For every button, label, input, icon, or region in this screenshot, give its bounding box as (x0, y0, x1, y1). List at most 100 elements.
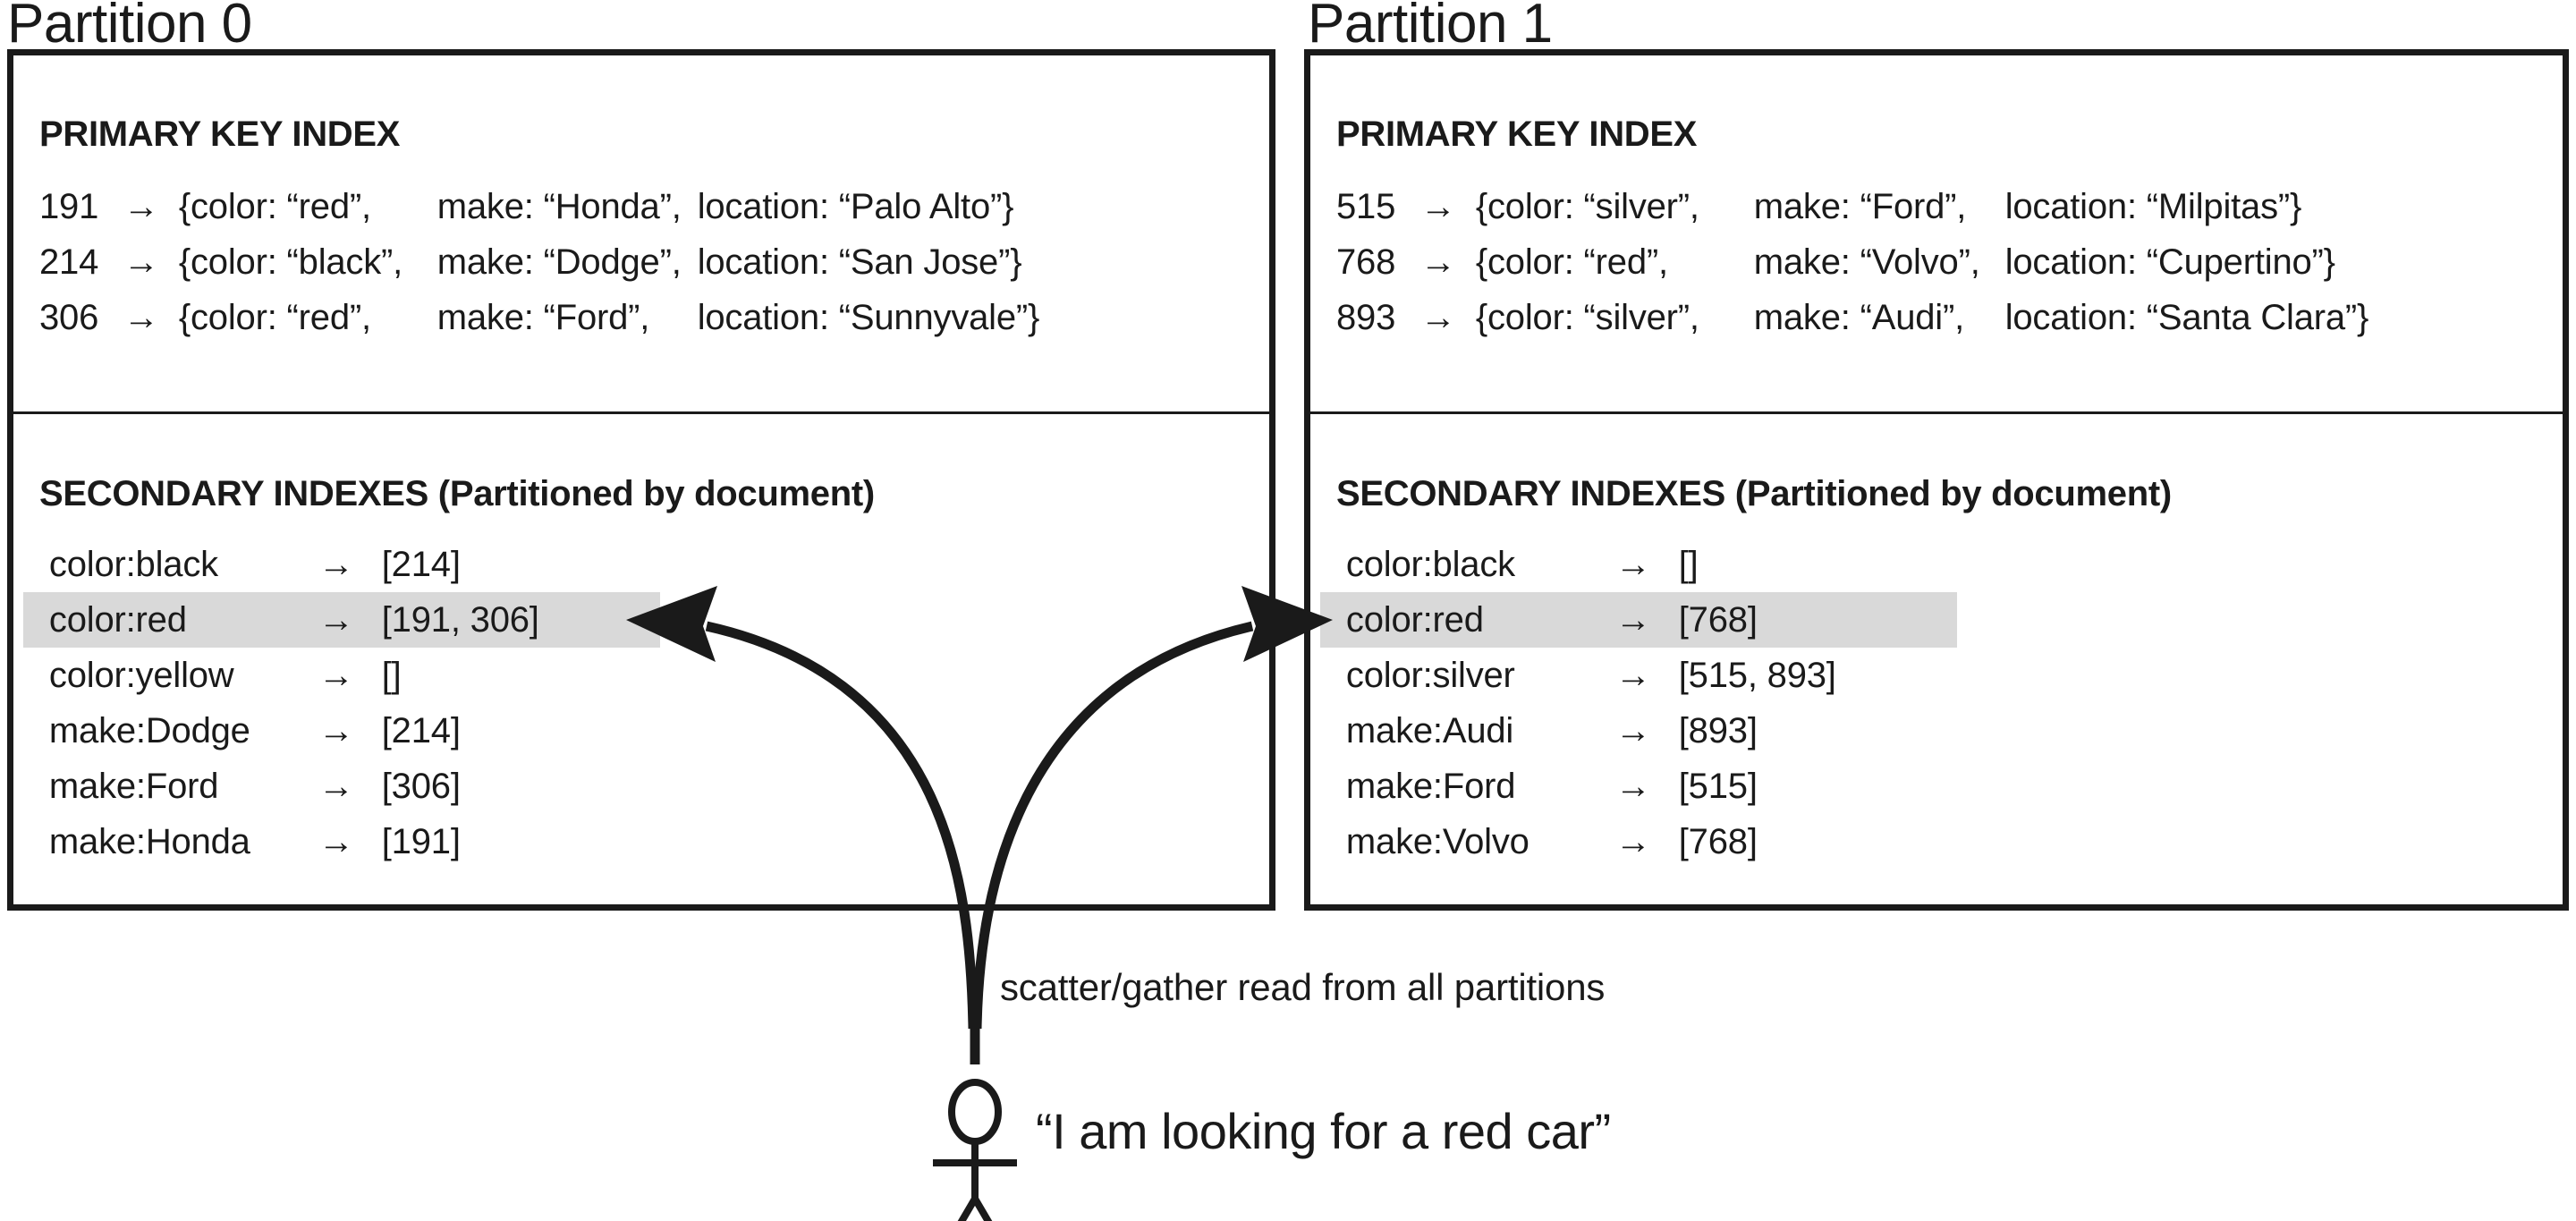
si-value: [515] (1678, 767, 1758, 806)
si-key: color:silver (1345, 656, 1515, 695)
arrow-icon: → (318, 822, 354, 861)
primary-key-row: 893 → {color: “silver”, make: “Audi”, lo… (1336, 290, 2426, 345)
si-value: [191, 306] (381, 600, 539, 640)
arrow-icon: → (1420, 298, 1456, 337)
si-key: make:Audi (1345, 711, 1514, 750)
arrow-icon: → (123, 242, 159, 282)
si-value: [515, 893] (1678, 656, 1836, 695)
si-value: [] (381, 656, 402, 695)
secondary-index-row: color:silver → [515, 893] (1320, 648, 1957, 703)
si-key: make:Dodge (48, 711, 250, 750)
si-value: [214] (381, 545, 461, 584)
pk-location: location: “Milpitas”} (2004, 187, 2302, 226)
pk-make: make: “Volvo”, (1753, 242, 1980, 282)
si-value: [768] (1678, 822, 1758, 861)
partition-0-primary-key-list: 191 → {color: “red”, make: “Honda”, loca… (39, 179, 1082, 345)
partition-0-box (7, 49, 1275, 911)
pk-id: 515 (1336, 187, 1396, 226)
arrow-icon: → (1420, 187, 1456, 226)
arrow-icon: → (318, 711, 354, 750)
secondary-index-row: color:black → [214] (23, 537, 660, 592)
arrow-icon: → (123, 298, 159, 337)
primary-key-row: 768 → {color: “red”, make: “Volvo”, loca… (1336, 234, 2426, 290)
partition-0-secondary-heading: SECONDARY INDEXES (Partitioned by docume… (39, 474, 875, 513)
arrow-icon: → (318, 656, 354, 695)
pk-color: {color: “silver”, (1475, 298, 1699, 337)
pk-id: 893 (1336, 298, 1396, 337)
pk-id: 768 (1336, 242, 1396, 282)
si-value: [306] (381, 767, 461, 806)
secondary-index-row: color:yellow → [] (23, 648, 660, 703)
si-key: make:Ford (48, 767, 219, 806)
arrow-icon: → (1614, 767, 1651, 806)
arrow-icon: → (1614, 600, 1651, 640)
si-key: color:yellow (48, 656, 234, 695)
pk-make: make: “Ford”, (436, 298, 650, 337)
partition-0-secondary-list: color:black → [214] color:red → [191, 30… (23, 537, 1258, 869)
partition-1-divider (1310, 411, 2563, 414)
secondary-index-row: make:Audi → [893] (1320, 703, 1957, 759)
arrow-icon: → (1614, 545, 1651, 584)
stick-figure-left-leg-icon (957, 1196, 979, 1221)
pk-location: location: “Palo Alto”} (697, 187, 1014, 226)
si-value: [214] (381, 711, 461, 750)
arrow-icon: → (318, 767, 354, 806)
pk-make: make: “Audi”, (1753, 298, 1965, 337)
pk-location: location: “San Jose”} (697, 242, 1022, 282)
si-key: color:red (48, 600, 187, 640)
partition-1-primary-key-list: 515 → {color: “silver”, make: “Ford”, lo… (1336, 179, 2426, 345)
partition-0-primary-key-heading: PRIMARY KEY INDEX (39, 114, 401, 154)
arrow-icon: → (1614, 656, 1651, 695)
partition-1-title: Partition 1 (1308, 0, 1553, 55)
pk-color: {color: “red”, (178, 298, 371, 337)
partition-1-primary-key-heading: PRIMARY KEY INDEX (1336, 114, 1698, 154)
si-key: make:Honda (48, 822, 250, 861)
si-value: [768] (1678, 600, 1758, 640)
pk-id: 191 (39, 187, 99, 226)
si-key: color:red (1345, 600, 1484, 640)
pk-color: {color: “black”, (178, 242, 403, 282)
pk-color: {color: “red”, (1475, 242, 1668, 282)
partition-0-title: Partition 0 (7, 0, 252, 55)
pk-location: location: “Santa Clara”} (2004, 298, 2369, 337)
secondary-index-row: make:Honda → [191] (23, 814, 660, 869)
secondary-index-row: color:black → [] (1320, 537, 1957, 592)
si-value: [893] (1678, 711, 1758, 750)
secondary-index-row: make:Ford → [515] (1320, 759, 1957, 814)
arrow-icon: → (1614, 711, 1651, 750)
stick-figure-right-leg-icon (971, 1196, 993, 1221)
scatter-gather-caption: scatter/gather read from all partitions (1000, 966, 1606, 1008)
si-key: make:Volvo (1345, 822, 1530, 861)
arrow-icon: → (318, 600, 354, 640)
si-key: color:black (1345, 545, 1515, 584)
primary-key-row: 306 → {color: “red”, make: “Ford”, locat… (39, 290, 1082, 345)
si-value: [] (1678, 545, 1699, 584)
primary-key-row: 515 → {color: “silver”, make: “Ford”, lo… (1336, 179, 2426, 234)
secondary-index-row-highlighted: color:red → [191, 306] (23, 592, 660, 648)
si-value: [191] (381, 822, 461, 861)
partition-0-divider (13, 411, 1269, 414)
pk-make: make: “Ford”, (1753, 187, 1967, 226)
secondary-index-row-highlighted: color:red → [768] (1320, 592, 1957, 648)
arrow-icon: → (123, 187, 159, 226)
pk-color: {color: “silver”, (1475, 187, 1699, 226)
arrow-icon: → (1614, 822, 1651, 861)
si-key: color:black (48, 545, 218, 584)
partition-1-secondary-list: color:black → [] color:red → [768] color… (1320, 537, 2555, 869)
secondary-index-row: make:Dodge → [214] (23, 703, 660, 759)
pk-id: 306 (39, 298, 99, 337)
pk-location: location: “Sunnyvale”} (697, 298, 1040, 337)
user-query-quote: “I am looking for a red car” (1036, 1103, 1611, 1159)
si-key: make:Ford (1345, 767, 1516, 806)
primary-key-row: 214 → {color: “black”, make: “Dodge”, lo… (39, 234, 1082, 290)
arrow-icon: → (318, 545, 354, 584)
arrow-icon: → (1420, 242, 1456, 282)
pk-id: 214 (39, 242, 99, 282)
stick-figure-head-icon (948, 1079, 1002, 1145)
pk-make: make: “Dodge”, (436, 242, 682, 282)
pk-location: location: “Cupertino”} (2004, 242, 2335, 282)
pk-make: make: “Honda”, (436, 187, 682, 226)
primary-key-row: 191 → {color: “red”, make: “Honda”, loca… (39, 179, 1082, 234)
partition-1-box (1304, 49, 2569, 911)
